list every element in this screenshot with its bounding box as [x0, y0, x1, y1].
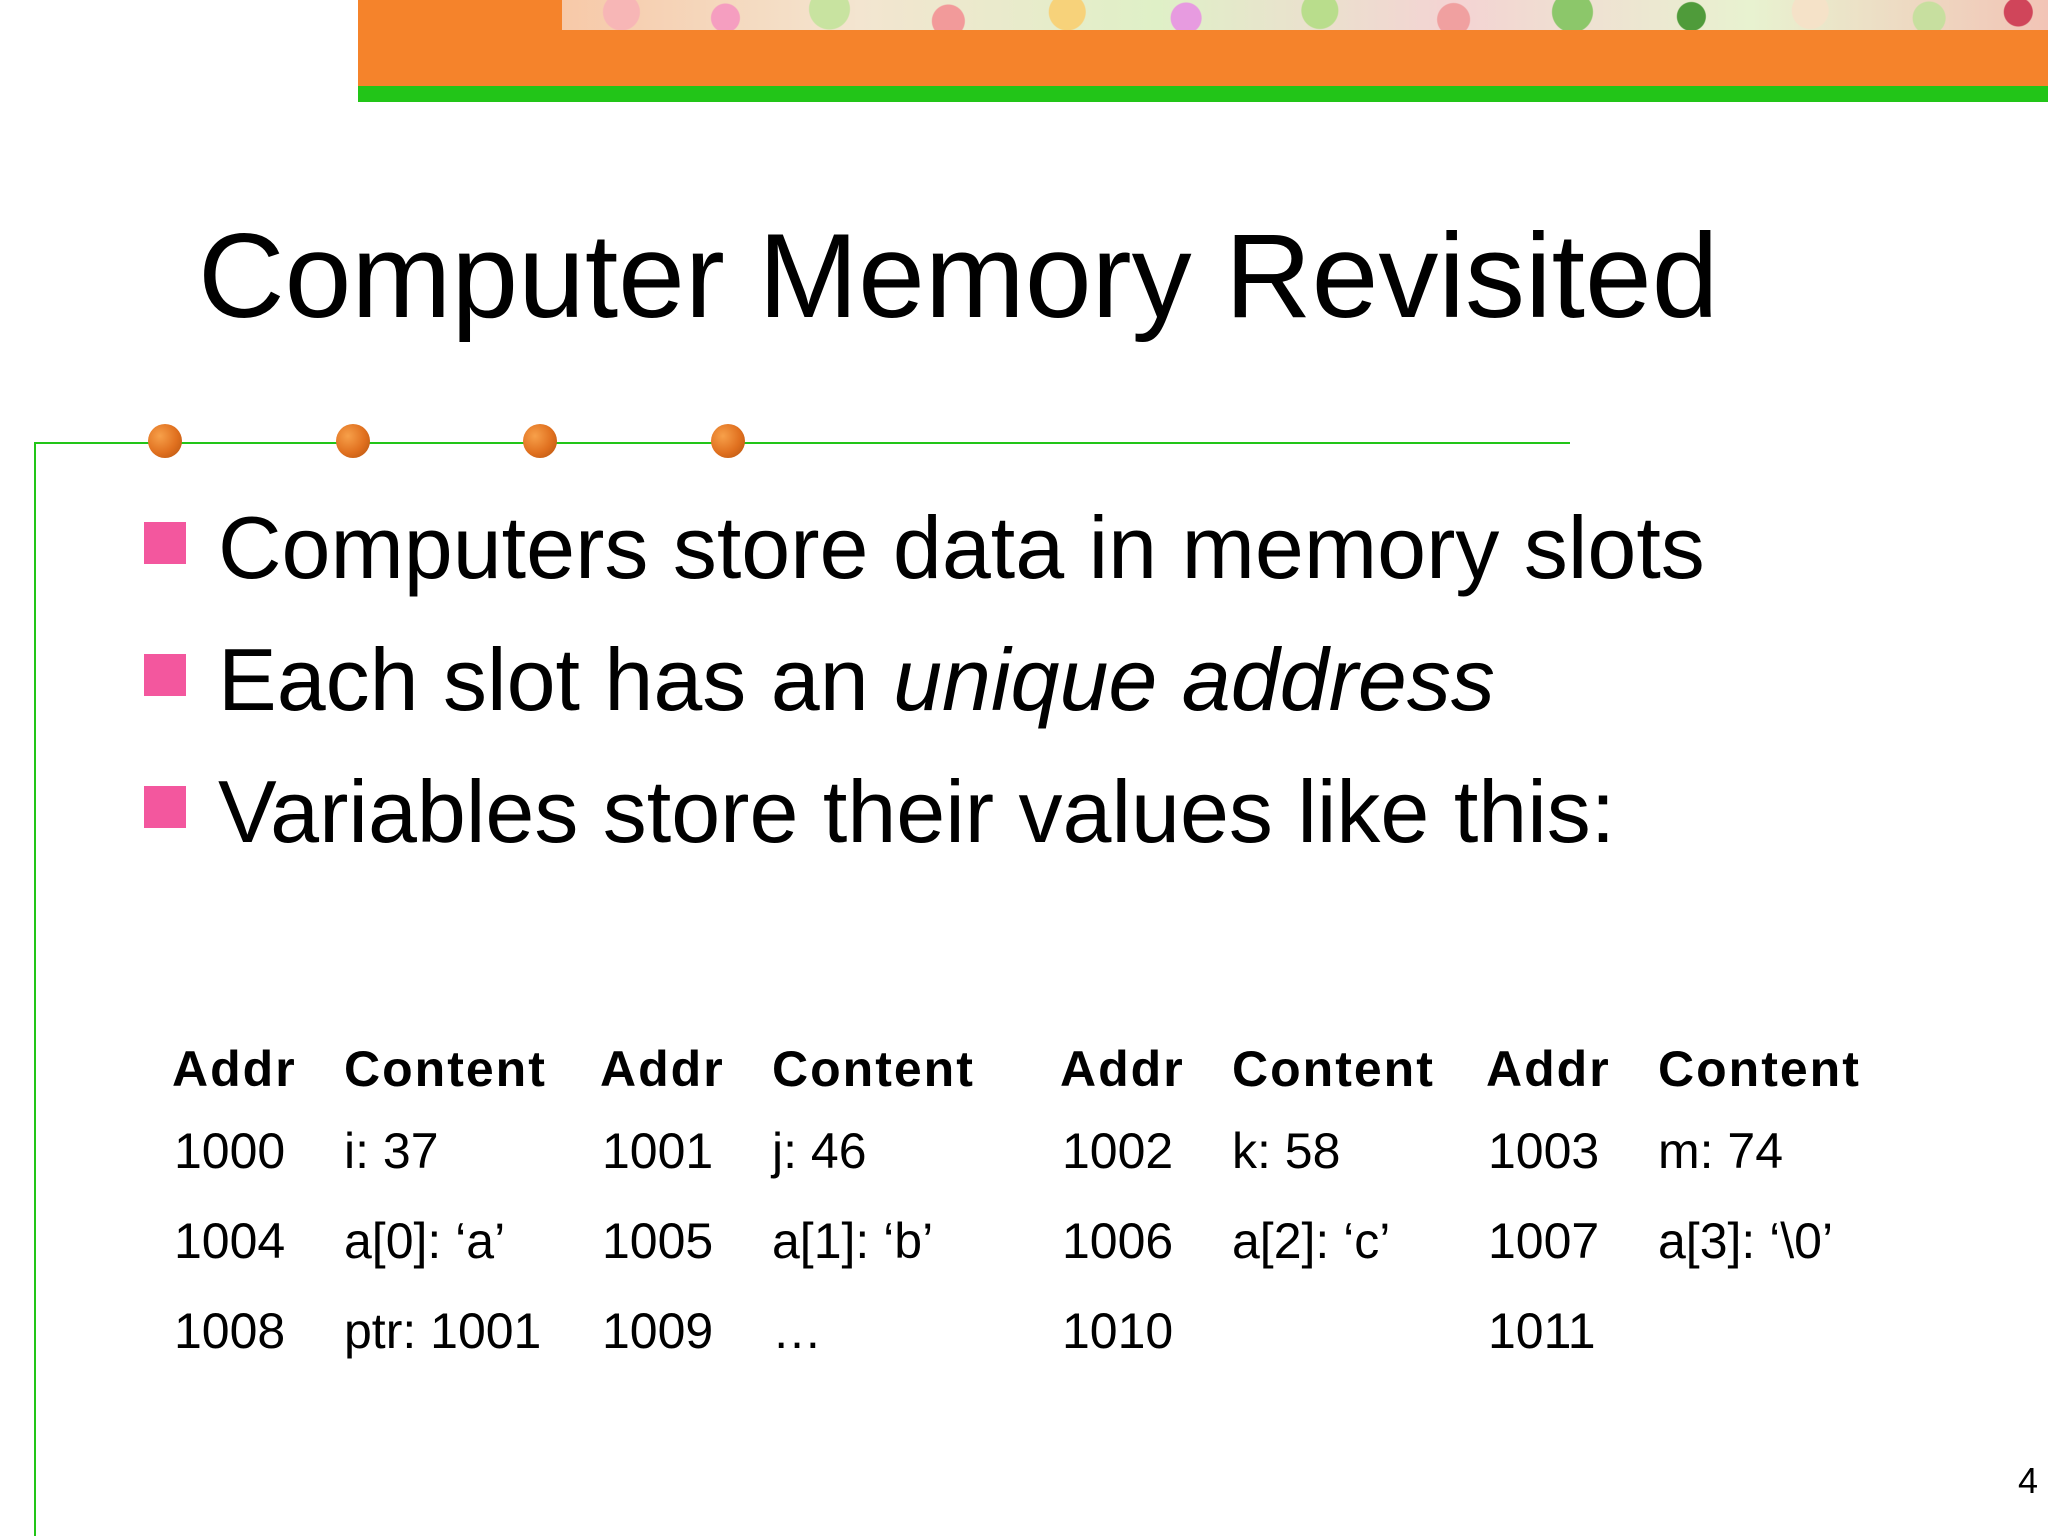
table-cell-addr: 1005: [602, 1213, 714, 1269]
table-cell-content: …: [772, 1303, 822, 1359]
table-cell-content: a[2]: ‘c’: [1232, 1213, 1391, 1269]
table-header-addr: Addr: [1060, 1041, 1185, 1097]
table-header-content: Content: [772, 1041, 975, 1097]
decorative-dot-icon: [523, 424, 557, 458]
table-cell-addr: 1001: [602, 1123, 714, 1179]
bullet-text: Variables store their values like this:: [218, 762, 1616, 861]
page-title: Computer Memory Revisited: [198, 209, 1719, 343]
table-cell-content: a[1]: ‘b’: [772, 1213, 934, 1269]
square-bullet-icon: [144, 522, 186, 564]
table-header-content: Content: [344, 1041, 547, 1097]
bullet-text: Computers store data in memory slots: [218, 498, 1705, 597]
square-bullet-icon: [144, 654, 186, 696]
table-cell-content: i: 37: [344, 1123, 439, 1179]
table-header-content: Content: [1658, 1041, 1861, 1097]
table-cell-addr: 1010: [1062, 1303, 1174, 1359]
table-header-addr: Addr: [172, 1041, 297, 1097]
table-cell-addr: 1006: [1062, 1213, 1174, 1269]
table-cell-addr: 1008: [174, 1303, 286, 1359]
table-cell-addr: 1007: [1488, 1213, 1600, 1269]
memory-table: Addr Content Addr Content Addr Content A…: [172, 1030, 1892, 1390]
decorative-dot-icon: [711, 424, 745, 458]
table-header-addr: Addr: [600, 1041, 725, 1097]
header-stripe: [358, 86, 2048, 102]
table-cell-addr: 1011: [1488, 1303, 1596, 1359]
table-cell-content: j: 46: [772, 1123, 867, 1179]
table-cell-addr: 1004: [174, 1213, 286, 1269]
decorative-dot-icon: [148, 424, 182, 458]
title-divider: [34, 442, 1570, 444]
left-border-line: [34, 442, 36, 1536]
table-cell-content: a[3]: ‘\0’: [1658, 1213, 1834, 1269]
table-cell-addr: 1009: [602, 1303, 714, 1359]
bullet-text: Each slot has an unique address: [218, 628, 1495, 732]
bullet-text-emphasis: unique address: [893, 630, 1495, 729]
table-cell-addr: 1003: [1488, 1123, 1600, 1179]
table-header-content: Content: [1232, 1041, 1435, 1097]
decorative-dot-icon: [336, 424, 370, 458]
table-cell-addr: 1000: [174, 1123, 286, 1179]
table-cell-content: k: 58: [1232, 1123, 1341, 1179]
table-cell-addr: 1002: [1062, 1123, 1174, 1179]
header-decorative-image: [562, 0, 2048, 30]
table-cell-content: m: 74: [1658, 1123, 1784, 1179]
square-bullet-icon: [144, 786, 186, 828]
page-number: 4: [2018, 1460, 2039, 1501]
table-header-addr: Addr: [1486, 1041, 1611, 1097]
table-cell-content: a[0]: ‘a’: [344, 1213, 506, 1269]
bullet-text-plain: Each slot has an: [218, 630, 894, 729]
table-cell-content: ptr: 1001: [344, 1303, 542, 1359]
